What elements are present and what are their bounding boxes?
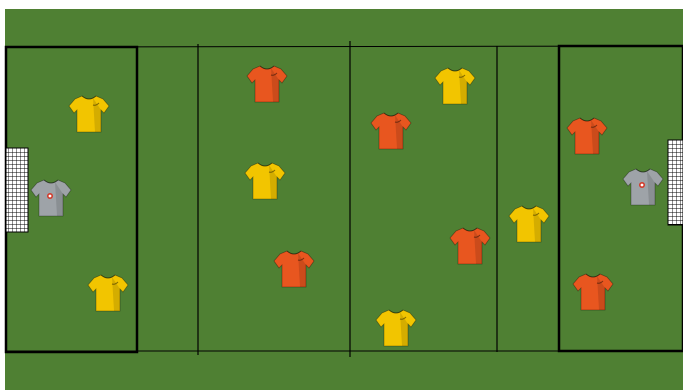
goal-net-icon — [668, 140, 683, 225]
goal-net-icon — [6, 148, 28, 232]
grass-background — [5, 9, 683, 390]
